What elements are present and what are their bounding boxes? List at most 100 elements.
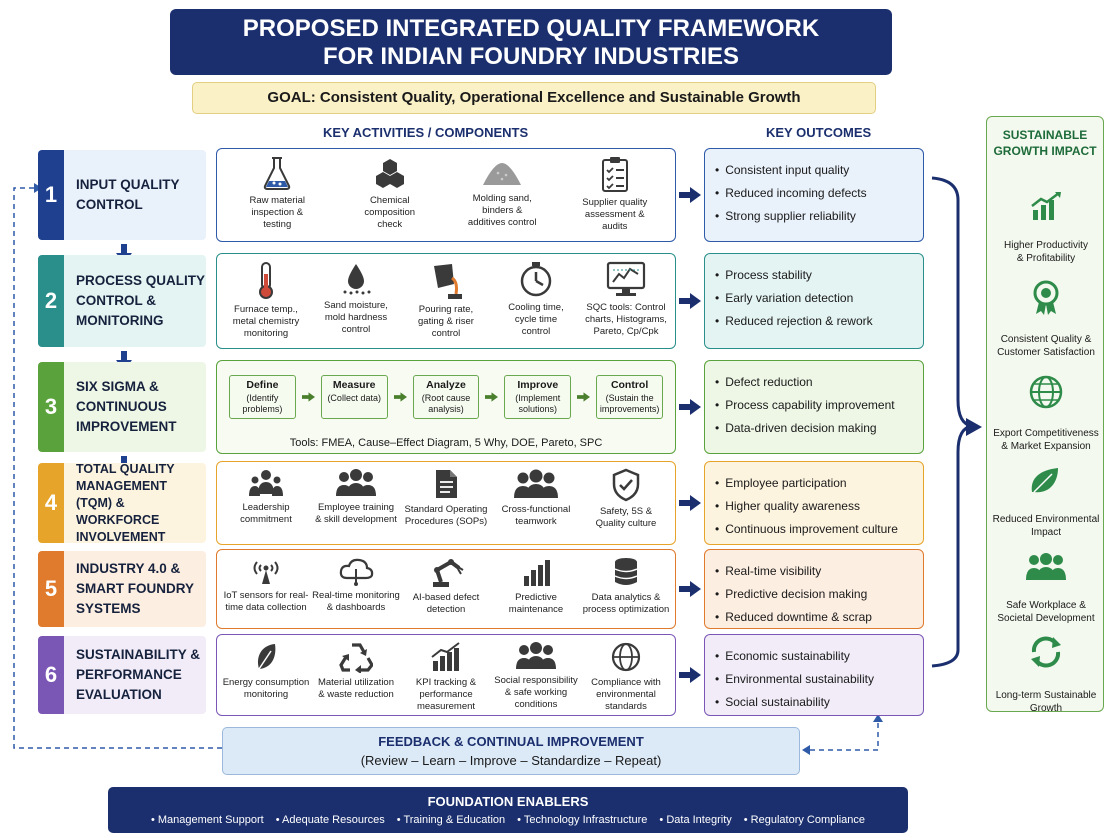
title-line2: FOR INDIAN FOUNDRY INDUSTRIES	[322, 43, 739, 70]
stage-2: 2 PROCESS QUALITY CONTROL & MONITORING	[38, 255, 206, 347]
activities-box-2: Furnace temp., metal chemistry monitorin…	[216, 253, 676, 349]
outcomes-list: Employee participationHigher quality awa…	[715, 472, 915, 541]
growth-chart-icon	[1031, 192, 1061, 220]
outcomes-box-1: Consistent input qualityReduced incoming…	[704, 148, 924, 242]
stage-number: 6	[38, 636, 64, 714]
outcomes-box-4: Employee participationHigher quality awa…	[704, 461, 924, 545]
activity-item: Standard Operating Procedures (SOPs)	[402, 468, 490, 528]
globe-icon	[1029, 375, 1063, 409]
activity-item: Material utilization & waste reduction	[312, 641, 400, 701]
activity-item: Cooling time, cycle time control	[492, 260, 580, 338]
molecule-icon	[375, 159, 404, 188]
six-sigma-tools: Tools: FMEA, Cause–Effect Diagram, 5 Why…	[289, 437, 603, 449]
dmaic-step-name: Measure	[332, 379, 376, 391]
dmaic-step-name: Improve	[517, 379, 559, 391]
outcome-item: Data-driven decision making	[715, 417, 915, 440]
dmaic-step: Define(Identify problems)	[229, 375, 296, 419]
activity-item: Leadership commitment	[222, 468, 310, 526]
training-group-icon	[336, 469, 376, 496]
title-line1: PROPOSED INTEGRATED QUALITY FRAMEWORK	[242, 15, 820, 42]
activity-item: Energy consumption monitoring	[222, 641, 310, 701]
activity-label: SQC tools: Control charts, Histograms, P…	[585, 302, 667, 337]
outcomes-list: Economic sustainabilityEnvironmental sus…	[715, 645, 915, 714]
award-ribbon-icon	[1033, 280, 1059, 315]
outcomes-list: Defect reductionProcess capability impro…	[715, 371, 915, 440]
foundation-item: Training & Education	[397, 814, 505, 826]
compliance-globe-icon	[611, 642, 641, 672]
activity-label: Predictive maintenance	[508, 592, 564, 615]
activities-box-6: Energy consumption monitoring Material ut…	[216, 634, 676, 716]
outcome-item: Process stability	[715, 264, 915, 287]
activity-label: IoT sensors for real- time data collecti…	[223, 590, 309, 613]
shield-check-icon	[612, 468, 640, 502]
foundation-enablers: FOUNDATION ENABLERS Management Support A…	[108, 787, 908, 833]
dmaic-step-name: Analyze	[426, 379, 466, 391]
feedback-box: FEEDBACK & CONTINUAL IMPROVEMENT (Review…	[222, 727, 800, 775]
outcome-item: Early variation detection	[715, 287, 915, 310]
activity-item: KPI tracking & performance measurement	[402, 641, 490, 713]
dmaic-flow: Define(Identify problems)Measure(Collect…	[221, 375, 671, 419]
activity-item: Cross-functional teamwork	[492, 468, 580, 528]
people-group-icon	[1026, 553, 1066, 580]
recycle-icon	[339, 643, 373, 673]
activity-item: Employee training & skill development	[312, 468, 400, 526]
page-title: PROPOSED INTEGRATED QUALITY FRAMEWORK FO…	[170, 9, 892, 75]
foundation-item: Data Integrity	[659, 814, 731, 826]
kpi-chart-icon	[431, 642, 460, 671]
outcome-item: Economic sustainability	[715, 645, 915, 668]
activity-item: Molding sand, binders & additives contro…	[458, 155, 546, 229]
flow-arrow-icon	[577, 392, 591, 402]
refresh-cycle-icon	[1031, 636, 1061, 668]
dmaic-step-name: Define	[246, 379, 279, 391]
right-arrow-icon	[679, 581, 701, 597]
outcome-item: Defect reduction	[715, 371, 915, 394]
stage-title: PROCESS QUALITY CONTROL & MONITORING	[76, 273, 206, 328]
activity-item: Safety, 5S & Quality culture	[582, 468, 670, 530]
impact-label: Consistent Quality & Customer Satisfacti…	[997, 334, 1095, 358]
stage-title: SUSTAINABILITY & PERFORMANCE EVALUATION	[76, 647, 201, 702]
outcome-item: Environmental sustainability	[715, 668, 915, 691]
outcomes-list: Consistent input qualityReduced incoming…	[715, 159, 915, 228]
stage-number: 2	[38, 255, 64, 347]
outcome-item: Higher quality awareness	[715, 495, 915, 518]
iot-antenna-icon	[253, 561, 279, 584]
activity-item: Real-time monitoring & dashboards	[312, 556, 400, 614]
stage-number: 1	[38, 150, 64, 240]
activity-label: Material utilization & waste reduction	[317, 677, 395, 700]
activity-item: Supplier quality assessment & audits	[571, 155, 659, 233]
activities-box-5: IoT sensors for real- time data collecti…	[216, 549, 676, 629]
foundation-title: FOUNDATION ENABLERS	[427, 794, 589, 809]
dmaic-step-name: Control	[610, 379, 649, 391]
activity-label: Energy consumption monitoring	[222, 677, 310, 700]
activity-label: Pouring rate, gating & riser control	[418, 304, 474, 339]
teamwork-icon	[514, 469, 558, 498]
foundation-item: Adequate Resources	[276, 814, 385, 826]
feedback-title: FEEDBACK & CONTINUAL IMPROVEMENT	[378, 734, 644, 749]
sand-pile-icon	[483, 163, 522, 185]
activity-label: Raw material inspection & testing	[249, 195, 305, 230]
flow-arrow-icon	[301, 392, 315, 402]
social-group-icon	[516, 642, 556, 669]
activity-label: Leadership commitment	[240, 502, 292, 525]
activity-item: Predictive maintenance	[492, 556, 580, 616]
activities-header: KEY ACTIVITIES / COMPONENTS	[323, 125, 529, 140]
activity-item: IoT sensors for real- time data collecti…	[222, 556, 310, 614]
stage-title: TOTAL QUALITY MANAGEMENT (TQM) & WORKFOR…	[76, 461, 175, 544]
foundation-items: Management Support Adequate Resources Tr…	[108, 814, 908, 826]
right-arrow-icon	[679, 187, 701, 203]
activity-item: Data analytics & process optimization	[582, 556, 670, 616]
outcome-item: Real-time visibility	[715, 560, 915, 583]
foundation-item: Technology Infrastructure	[517, 814, 648, 826]
timer-icon	[520, 262, 552, 297]
activity-label: Molding sand, binders & additives contro…	[467, 193, 537, 228]
flask-icon	[264, 157, 291, 190]
activity-item: Sand moisture, mold hardness control	[312, 260, 400, 336]
activity-label: Sand moisture, mold hardness control	[324, 300, 388, 335]
right-arrow-icon	[679, 293, 701, 309]
outcome-item: Reduced downtime & scrap	[715, 606, 915, 629]
stage-4: 4 TOTAL QUALITY MANAGEMENT (TQM) & WORKF…	[38, 461, 206, 544]
activity-item: Compliance with environmental standards	[582, 641, 670, 713]
activity-label: KPI tracking & performance measurement	[415, 677, 477, 712]
stage-title: INDUSTRY 4.0 & SMART FOUNDRY SYSTEMS	[76, 561, 194, 616]
activity-item: Chemical composition check	[346, 155, 434, 231]
